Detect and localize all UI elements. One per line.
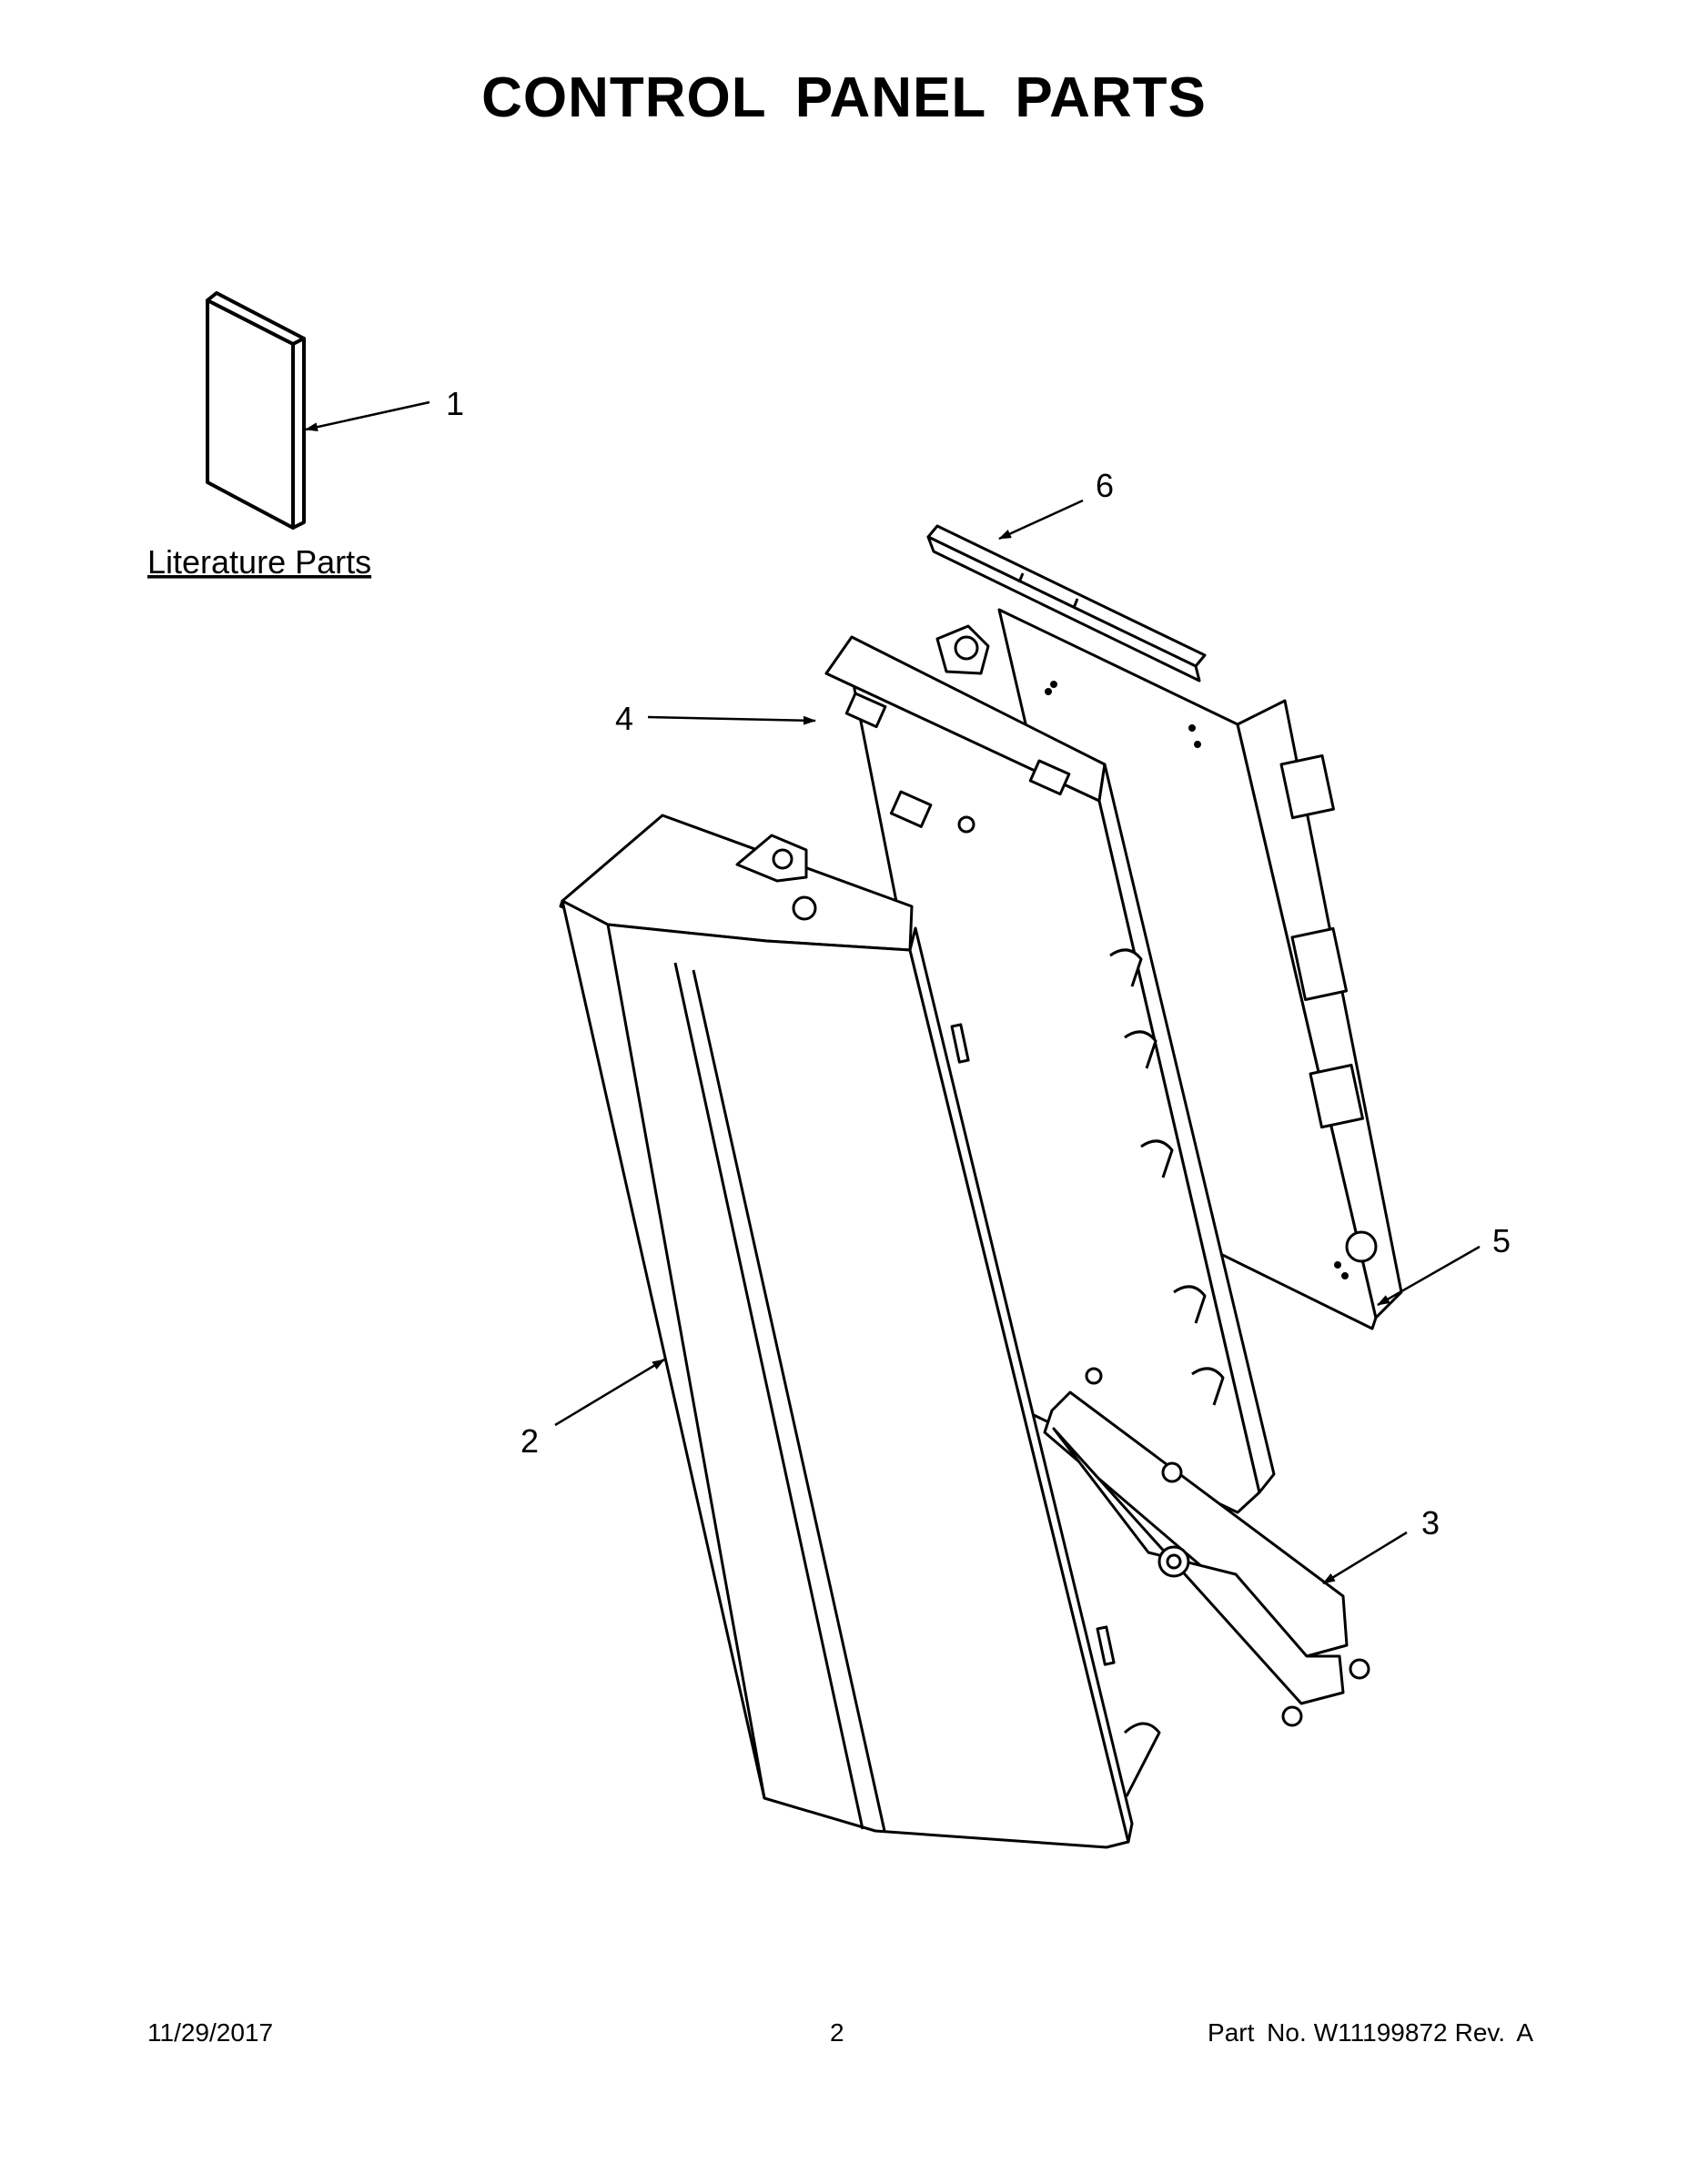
literature-parts-label: Literature Parts (147, 543, 371, 581)
literature-booklet (206, 291, 306, 530)
footer-page-number: 2 (830, 2018, 844, 2047)
footer-part-number: W11199872 (1313, 2018, 1448, 2047)
part-4-housing (824, 624, 1276, 1514)
callout-4: 4 (615, 700, 633, 737)
callout-3: 3 (1421, 1504, 1440, 1542)
callout-1: 1 (446, 385, 464, 422)
footer-part-label: Part No. (1208, 2018, 1307, 2047)
callout-2: 2 (521, 1422, 539, 1460)
leader-lines (305, 400, 1481, 1585)
footer-date: 11/29/2017 (147, 2018, 274, 2047)
page-title: CONTROL PANEL PARTS (481, 66, 1207, 129)
footer-revision: Rev. A (1454, 2018, 1533, 2047)
part-3-bracket (1043, 1390, 1370, 1727)
callout-5: 5 (1492, 1222, 1511, 1259)
part-6-strip (926, 524, 1207, 682)
callout-6: 6 (1096, 467, 1114, 504)
part-2-front-panel (559, 814, 1161, 1849)
